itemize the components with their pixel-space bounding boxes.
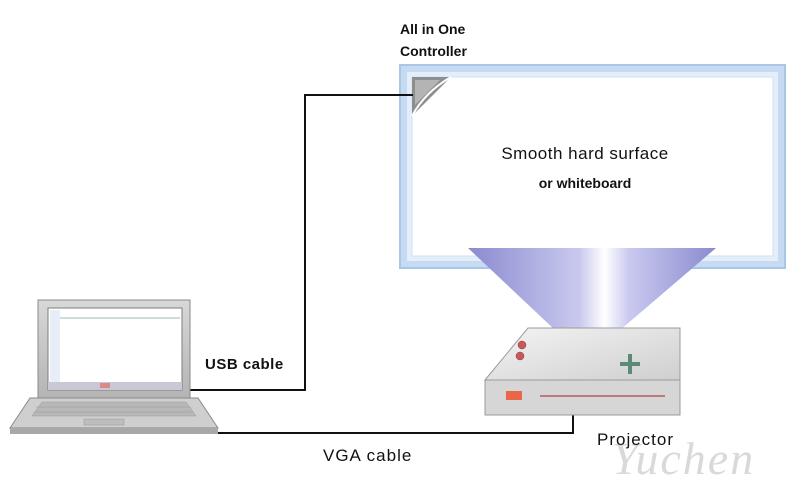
controller-label: All in One Controller	[400, 18, 467, 62]
usb-cable-label: USB cable	[205, 356, 284, 373]
controller-label-line1: All in One	[400, 21, 466, 37]
plus-icon	[620, 354, 640, 374]
laptop	[9, 299, 219, 434]
watermark: Yuchen	[612, 433, 756, 484]
vga-cable-label: VGA cable	[323, 446, 413, 465]
surface-title: Smooth hard surface	[501, 144, 669, 163]
controller-label-line2: Controller	[400, 43, 467, 59]
whiteboard	[399, 64, 786, 269]
projector-label: Projector	[597, 430, 675, 449]
surface-subtitle: or whiteboard	[538, 175, 632, 191]
usb-cable-line	[190, 94, 413, 391]
projector	[483, 327, 681, 416]
projection-beam	[468, 248, 716, 330]
controller-device	[411, 76, 452, 117]
